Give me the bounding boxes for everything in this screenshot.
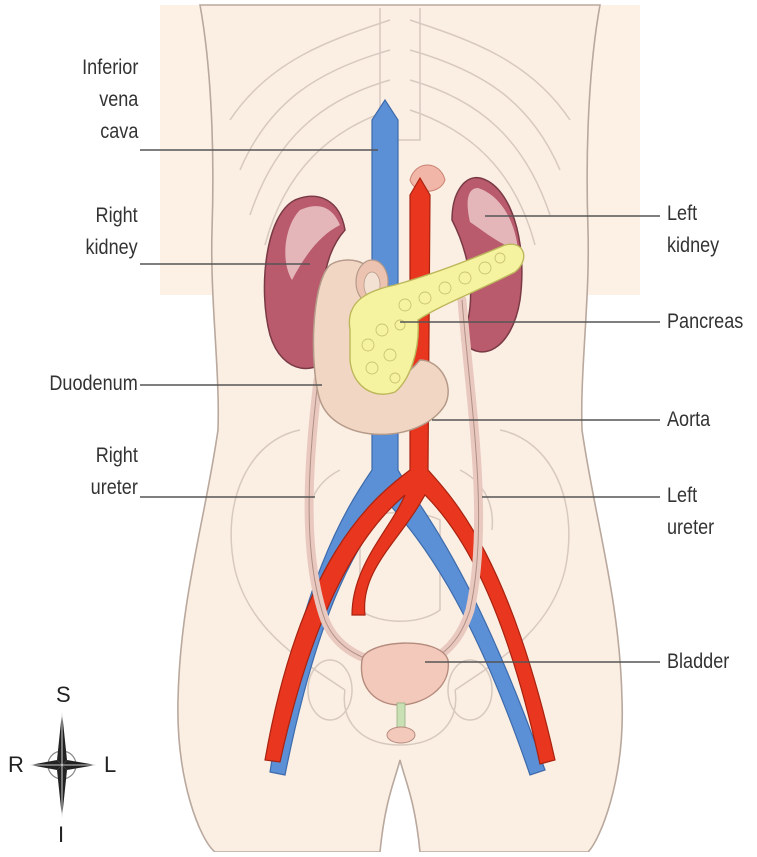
- label-text: kidney: [86, 232, 138, 264]
- label-text: Bladder: [667, 646, 729, 678]
- label-left-kidney: Left kidney: [667, 198, 719, 262]
- compass-left: L: [104, 752, 116, 778]
- label-inferior-vena-cava: Inferior vena cava: [82, 52, 138, 148]
- label-right-ureter: Right ureter: [91, 440, 138, 504]
- label-text: Pancreas: [667, 306, 743, 338]
- label-text: Right: [91, 440, 138, 472]
- label-text: kidney: [667, 230, 719, 262]
- label-text: ureter: [667, 512, 714, 544]
- compass-right: R: [8, 752, 24, 778]
- label-text: Inferior: [82, 52, 138, 84]
- compass-rose: [30, 712, 96, 818]
- compass-inferior: I: [58, 822, 64, 848]
- label-pancreas: Pancreas: [667, 306, 743, 338]
- label-text: vena: [82, 84, 138, 116]
- label-text: Right: [86, 200, 138, 232]
- label-text: cava: [82, 116, 138, 148]
- label-text: Left: [667, 198, 719, 230]
- label-text: ureter: [91, 472, 138, 504]
- label-duodenum: Duodenum: [50, 368, 138, 400]
- label-aorta: Aorta: [667, 404, 710, 436]
- label-text: Aorta: [667, 404, 710, 436]
- label-left-ureter: Left ureter: [667, 480, 714, 544]
- label-right-kidney: Right kidney: [86, 200, 138, 264]
- label-text: Left: [667, 480, 714, 512]
- compass-superior: S: [56, 682, 71, 708]
- label-bladder: Bladder: [667, 646, 729, 678]
- label-text: Duodenum: [50, 368, 138, 400]
